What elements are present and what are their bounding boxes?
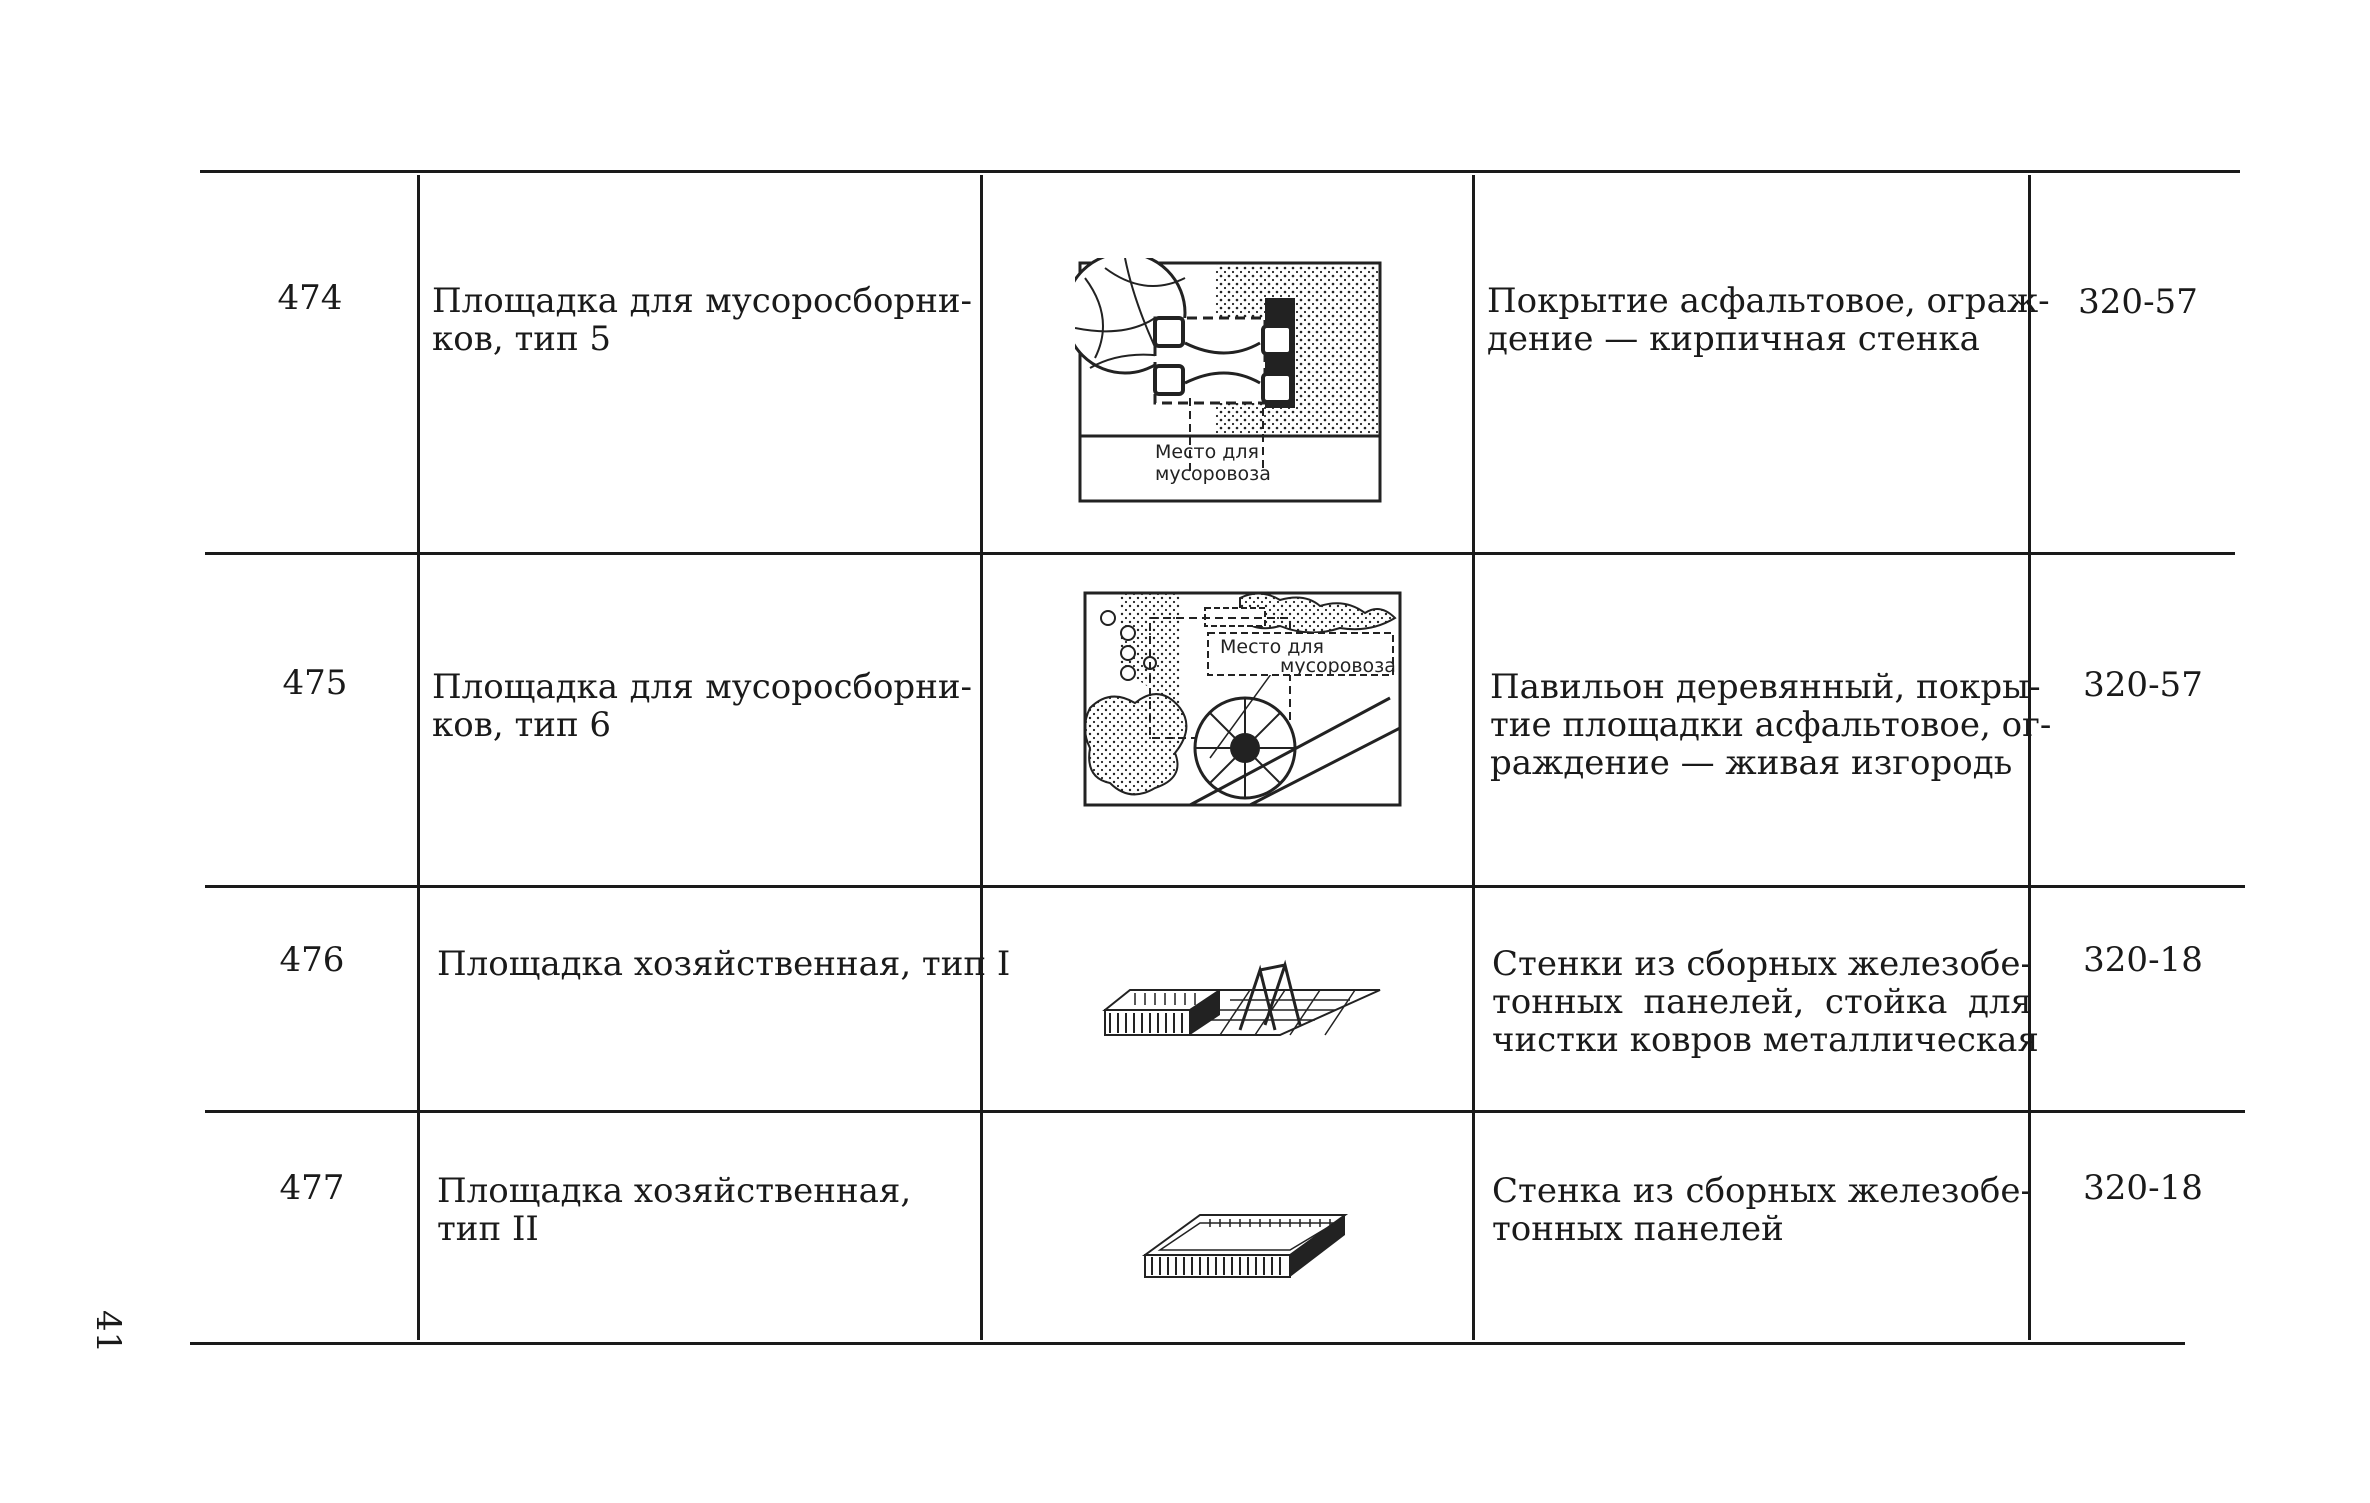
item-name: Площадка хозяйственная, тип II (437, 1171, 912, 1249)
figure-caption: Место для (1220, 636, 1324, 658)
column-rule (2028, 175, 2031, 1340)
figure-caption: мусоровоза (1155, 463, 1271, 485)
row-number: 474 (277, 278, 343, 318)
catalog-code: 320-18 (2083, 1168, 2203, 1208)
table-bottom-rule (190, 1342, 2185, 1345)
catalog-code: 320-18 (2083, 940, 2203, 980)
household-site-type1-drawing (1102, 959, 1381, 1036)
waste-site-type5-plan: Место для мусоровоза (1075, 258, 1382, 503)
row-divider (205, 552, 2235, 555)
catalog-code: 320-57 (2083, 665, 2203, 705)
page-number: 41 (88, 1310, 128, 1354)
row-divider (205, 1110, 2245, 1113)
item-description: Покрытие асфальтовое, ограж- дение — кир… (1487, 281, 2050, 359)
waste-site-type6-plan: Место для мусоровоза (1083, 591, 1402, 807)
item-name: Площадка хозяйственная, тип I (437, 944, 1011, 984)
household-site-type2-drawing (1141, 1214, 1349, 1278)
figure-caption: мусоровоза (1280, 655, 1396, 677)
item-description: Павильон деревянный, покры- тие площадки… (1490, 667, 2052, 783)
row-number: 476 (279, 940, 345, 980)
item-name: Площадка для мусоросборни- ков, тип 6 (432, 667, 972, 745)
item-name: Площадка для мусоросборни- ков, тип 5 (432, 281, 972, 359)
column-rule (980, 175, 983, 1340)
row-divider (205, 885, 2245, 888)
catalog-code: 320-57 (2078, 282, 2198, 322)
column-rule (1472, 175, 1475, 1340)
column-rule (417, 175, 420, 1340)
row-number: 477 (279, 1168, 345, 1208)
item-description: Стенка из сборных железобе- тонных панел… (1492, 1171, 2032, 1249)
table-top-rule (200, 170, 2240, 173)
row-number: 475 (282, 663, 348, 703)
item-description: Стенки из сборных железобе- тонных панел… (1492, 944, 2039, 1060)
figure-caption: Место для (1155, 441, 1259, 463)
